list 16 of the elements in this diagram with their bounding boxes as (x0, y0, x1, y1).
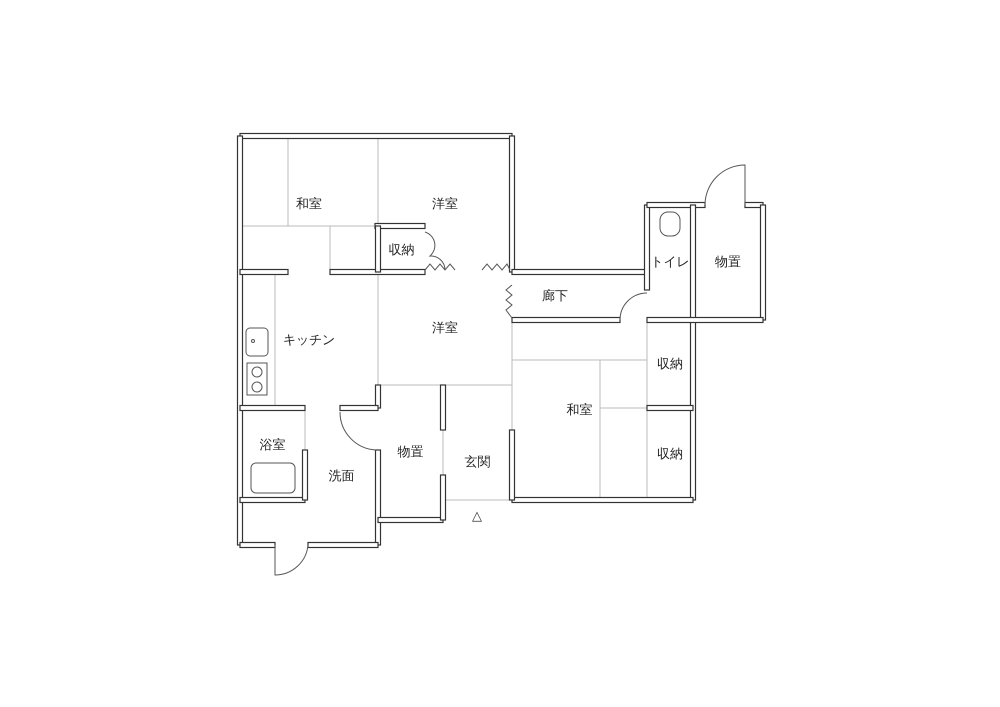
room-name: 浴室 (260, 439, 286, 452)
room-name: 物置 (398, 446, 424, 459)
room-name: 廊下 (542, 290, 568, 302)
room-name: 収納 (388, 244, 414, 256)
room-name: 洋室 (432, 198, 458, 210)
room-name: 収納 (657, 448, 683, 460)
room-name: 和室 (566, 404, 592, 416)
room-name: 物置 (715, 256, 741, 269)
room-name: 玄関 (464, 456, 490, 469)
room-name: トイレ (650, 256, 690, 269)
room-name: 収納 (657, 358, 683, 370)
room-name: 洋室 (432, 322, 458, 335)
room-name: 洗面 (328, 470, 354, 483)
room-name: 和室 (296, 198, 322, 210)
room-name: キッチン (283, 334, 335, 346)
entrance-mark: △ (472, 510, 482, 523)
